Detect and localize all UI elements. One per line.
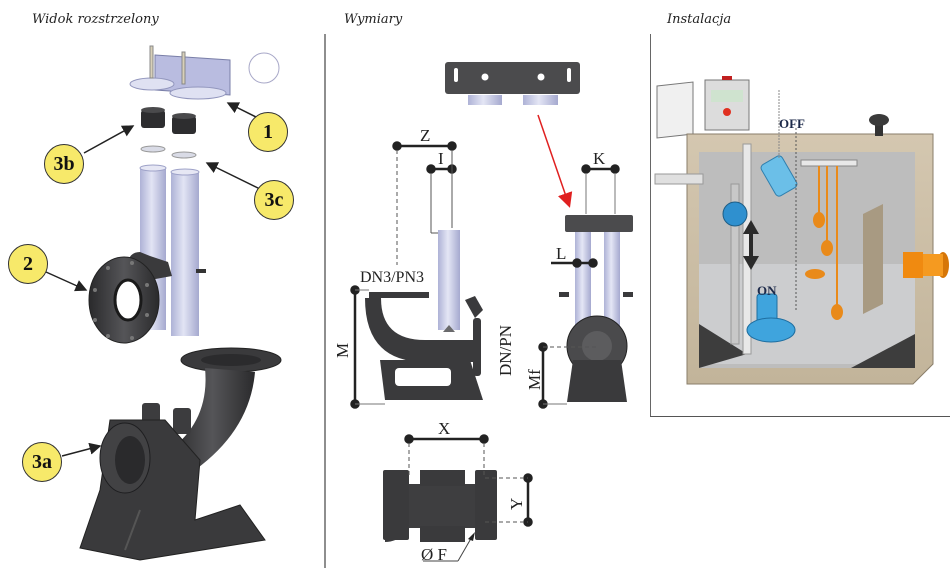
dim-label-mf: Mf bbox=[525, 369, 544, 390]
dim-label-k: K bbox=[593, 149, 606, 168]
leader-3b bbox=[83, 125, 135, 154]
dim-z bbox=[392, 141, 457, 151]
dim-label-i: I bbox=[438, 149, 444, 168]
dim-label-x: X bbox=[438, 419, 451, 438]
bracket-top-view bbox=[445, 62, 580, 105]
section-title-exploded-view: Widok rozstrzelony bbox=[32, 12, 159, 27]
dim-x bbox=[404, 434, 489, 444]
installation-bottom-border bbox=[650, 416, 950, 417]
divider-left bbox=[324, 34, 326, 568]
rubber-bushings-3b bbox=[141, 107, 196, 134]
pump-side-view bbox=[365, 230, 483, 400]
callout-3c: 3c bbox=[254, 180, 294, 220]
divider-right bbox=[650, 34, 651, 416]
dimensions-drawing bbox=[350, 62, 633, 562]
pump-chamber bbox=[654, 90, 949, 385]
pump-plan-view bbox=[383, 470, 497, 542]
dim-label-l: L bbox=[556, 244, 567, 263]
washers-3c bbox=[140, 145, 197, 159]
installation-drawing bbox=[654, 76, 949, 385]
guide-pipes bbox=[139, 164, 200, 336]
dim-label-z: Z bbox=[420, 126, 431, 145]
dim-label-m: M bbox=[333, 342, 352, 358]
label-off: OFF bbox=[779, 116, 805, 131]
leader-1 bbox=[61, 442, 102, 457]
pointer-arrow bbox=[537, 114, 573, 208]
dim-label-dn-pn: DN/PN bbox=[496, 324, 515, 376]
label-on: ON bbox=[757, 283, 777, 298]
leader-3c bbox=[205, 162, 261, 190]
dim-label-f: Ø F bbox=[421, 545, 447, 564]
callout-3b: 3b bbox=[44, 144, 84, 184]
section-title-installation: Instalacja bbox=[667, 12, 732, 27]
callout-3a: 1 bbox=[248, 112, 288, 152]
pump-claw-2 bbox=[88, 252, 206, 344]
dim-k bbox=[581, 164, 620, 174]
callout-2: 2 bbox=[8, 244, 48, 284]
exploded-view-drawing bbox=[45, 45, 282, 561]
dim-label-dn3-pn3: DN3/PN3 bbox=[360, 269, 425, 286]
base-duckfoot-1 bbox=[79, 347, 282, 561]
dim-l bbox=[551, 258, 598, 268]
dim-m bbox=[350, 285, 360, 409]
section-title-dimensions: Wymiary bbox=[344, 12, 403, 27]
upper-bracket-3a bbox=[129, 45, 280, 100]
leader-2 bbox=[45, 271, 88, 292]
dim-y bbox=[523, 473, 533, 527]
dim-label-y: Y bbox=[507, 497, 526, 510]
pump-front-view bbox=[559, 215, 633, 402]
control-cabinet bbox=[656, 76, 750, 139]
callout-1: 3a bbox=[22, 442, 62, 482]
